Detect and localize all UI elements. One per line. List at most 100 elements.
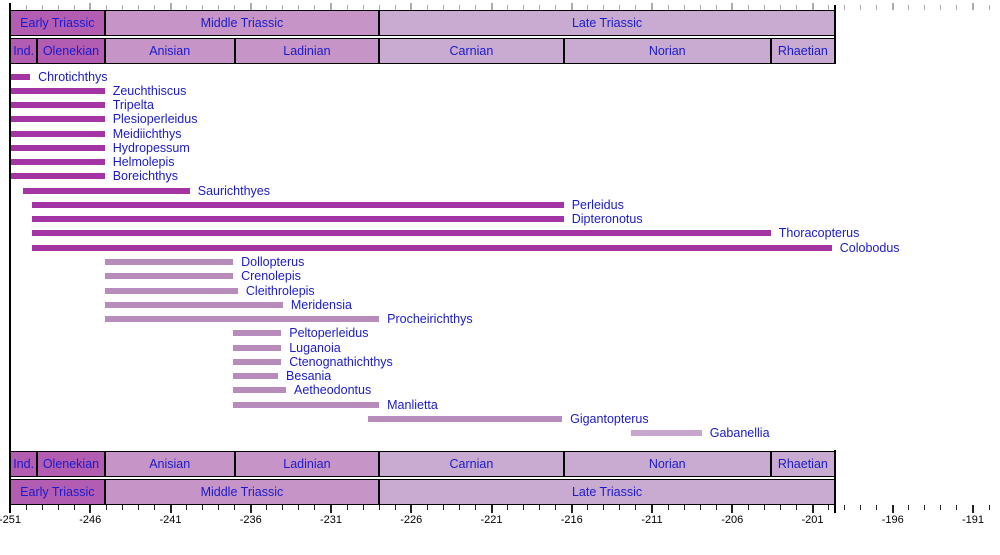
bottom-minor-tick bbox=[523, 505, 525, 510]
bottom-minor-tick bbox=[844, 505, 846, 510]
top-minor-tick bbox=[137, 5, 139, 10]
bottom-minor-tick bbox=[539, 505, 541, 510]
top-minor-tick bbox=[555, 5, 557, 10]
bottom-major-tick bbox=[651, 505, 653, 513]
top-major-tick bbox=[972, 3, 974, 10]
stage-cell-ind: Ind. bbox=[10, 451, 38, 477]
bottom-minor-tick bbox=[635, 505, 637, 510]
taxon-label-chrotichthys: Chrotichthys bbox=[38, 69, 108, 84]
epoch-cell-late-triassic: Late Triassic bbox=[379, 10, 835, 36]
taxon-bar-plesioperleidus bbox=[10, 116, 105, 123]
bottom-minor-tick bbox=[346, 505, 348, 510]
bottom-minor-tick bbox=[940, 505, 942, 510]
top-minor-tick bbox=[924, 5, 926, 10]
bottom-major-tick bbox=[731, 505, 734, 513]
right-frame-line-bottom bbox=[833, 450, 836, 513]
taxon-label-thoracopterus: Thoracopterus bbox=[778, 226, 860, 241]
axis-tick-label: -196 bbox=[881, 514, 904, 526]
bottom-minor-tick bbox=[105, 505, 107, 510]
taxon-label-besania: Besania bbox=[286, 369, 332, 384]
stage-cell-ind: Ind. bbox=[10, 38, 38, 64]
bottom-minor-tick bbox=[121, 505, 123, 510]
top-minor-tick bbox=[474, 5, 476, 10]
top-minor-tick bbox=[908, 5, 910, 10]
stage-cell-olenekian: Olenekian bbox=[37, 38, 105, 64]
bottom-major-tick bbox=[89, 505, 92, 513]
bottom-minor-tick bbox=[924, 505, 926, 510]
taxon-bar-zeuchthiscus bbox=[10, 87, 105, 94]
axis-tick-label: -231 bbox=[319, 514, 343, 526]
taxon-label-peltoperleidus: Peltoperleidus bbox=[289, 326, 369, 341]
taxon-bar-hydropessum bbox=[10, 144, 105, 151]
bottom-minor-tick bbox=[474, 505, 476, 510]
stage-cell-norian: Norian bbox=[563, 38, 771, 64]
top-major-tick bbox=[490, 3, 493, 10]
bottom-minor-tick bbox=[795, 505, 797, 510]
taxon-bar-colobodus bbox=[32, 244, 832, 251]
top-major-tick bbox=[811, 3, 814, 10]
top-minor-tick bbox=[25, 5, 27, 10]
bottom-minor-tick bbox=[747, 505, 749, 510]
epoch-cell-middle-triassic: Middle Triassic bbox=[104, 479, 380, 505]
taxon-label-luganoia: Luganoia bbox=[289, 340, 341, 355]
taxon-bar-dollopterus bbox=[104, 259, 234, 265]
top-minor-tick bbox=[940, 5, 942, 10]
bottom-minor-tick bbox=[394, 505, 396, 510]
bottom-major-tick bbox=[169, 505, 172, 513]
bottom-minor-tick bbox=[362, 505, 364, 510]
taxon-bar-perleidus bbox=[32, 201, 564, 208]
taxon-label-gabanellia: Gabanellia bbox=[709, 426, 770, 441]
stage-cell-rhaetian: Rhaetian bbox=[770, 451, 835, 477]
epoch-cell-late-triassic: Late Triassic bbox=[379, 479, 835, 505]
top-minor-tick bbox=[394, 5, 396, 10]
top-major-tick bbox=[89, 3, 92, 10]
top-major-tick bbox=[330, 3, 332, 10]
top-minor-tick bbox=[218, 5, 220, 10]
top-minor-tick bbox=[603, 5, 605, 10]
bottom-minor-tick bbox=[426, 505, 428, 510]
bottom-minor-tick bbox=[442, 505, 444, 510]
stage-cell-olenekian: Olenekian bbox=[37, 451, 105, 477]
taxon-bar-thoracopterus bbox=[32, 230, 771, 237]
top-minor-tick bbox=[779, 5, 781, 10]
axis-tick-label: -191 bbox=[961, 514, 985, 526]
top-minor-tick bbox=[763, 5, 765, 10]
axis-tick-label: -206 bbox=[721, 514, 744, 526]
taxon-bar-boreichthys bbox=[10, 173, 105, 180]
bottom-minor-tick bbox=[25, 505, 27, 510]
taxon-bar-besania bbox=[233, 373, 279, 380]
top-minor-tick bbox=[860, 5, 862, 10]
taxon-label-zeuchthiscus: Zeuchthiscus bbox=[112, 83, 187, 98]
top-minor-tick bbox=[956, 5, 958, 10]
bottom-minor-tick bbox=[988, 505, 990, 510]
top-minor-tick bbox=[619, 5, 621, 10]
top-minor-tick bbox=[346, 5, 348, 10]
top-minor-tick bbox=[234, 5, 236, 10]
top-minor-tick bbox=[747, 5, 749, 10]
top-minor-tick bbox=[73, 5, 75, 10]
top-minor-tick bbox=[57, 5, 59, 10]
taxon-bar-gigantopterus bbox=[367, 415, 563, 422]
taxon-label-meidiichthys: Meidiichthys bbox=[112, 126, 182, 141]
top-minor-tick bbox=[105, 5, 107, 10]
bottom-minor-tick bbox=[57, 505, 59, 510]
bottom-minor-tick bbox=[587, 505, 589, 510]
taxon-label-crenolepis: Crenolepis bbox=[241, 269, 301, 284]
bottom-major-tick bbox=[570, 505, 573, 513]
bottom-minor-tick bbox=[667, 505, 669, 510]
taxon-bar-meidiichthys bbox=[10, 130, 105, 137]
bottom-major-tick bbox=[891, 505, 894, 513]
top-minor-tick bbox=[683, 5, 685, 10]
taxon-label-ctenognathichthys: Ctenognathichthys bbox=[289, 354, 393, 369]
top-minor-tick bbox=[442, 5, 444, 10]
top-minor-tick bbox=[715, 5, 717, 10]
taxon-label-procheirichthys: Procheirichthys bbox=[387, 312, 473, 327]
bottom-minor-tick bbox=[153, 505, 155, 510]
epoch-cell-early-triassic: Early Triassic bbox=[10, 479, 105, 505]
epoch-cell-early-triassic: Early Triassic bbox=[10, 10, 105, 36]
bottom-minor-tick bbox=[956, 505, 958, 510]
top-minor-tick bbox=[426, 5, 428, 10]
top-minor-tick bbox=[828, 5, 830, 10]
bottom-major-tick bbox=[972, 505, 974, 513]
taxon-bar-luganoia bbox=[233, 344, 282, 351]
